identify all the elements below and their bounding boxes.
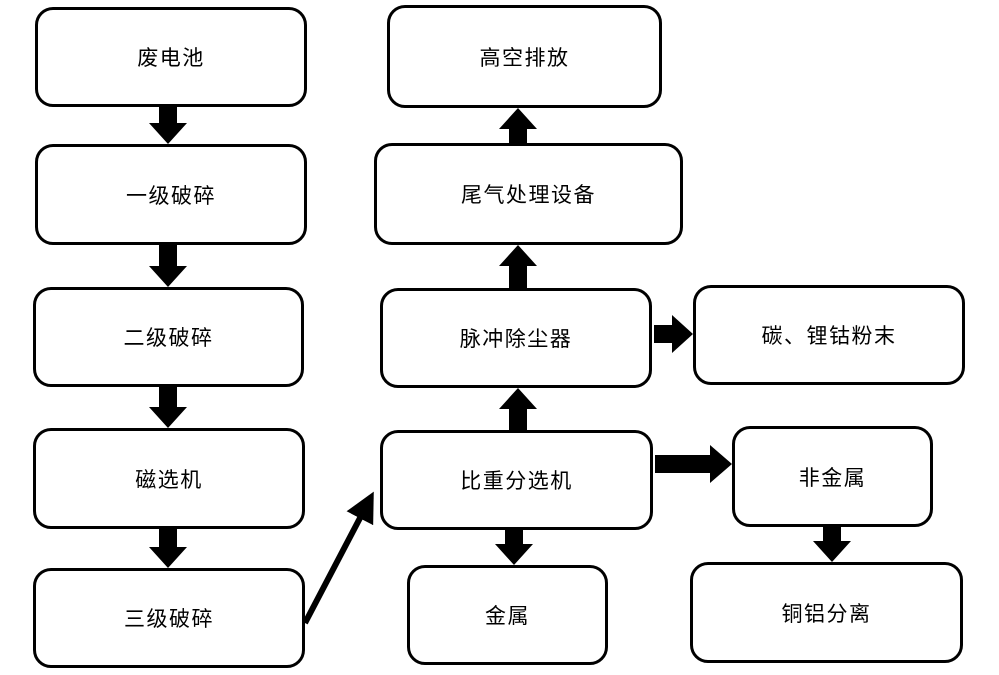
node-pulse-dust-collector: 脉冲除尘器 <box>380 288 652 388</box>
node-label: 铜铝分离 <box>781 601 872 626</box>
arrow-gravity-separator-to-pulse-dust-collector <box>499 388 537 430</box>
arrow-magnetic-separator-to-tertiary-crushing <box>149 529 187 568</box>
node-label: 碳、锂钴粉末 <box>761 324 897 348</box>
node-primary-crushing: 一级破碎 <box>35 144 307 245</box>
node-label: 比重分选机 <box>460 469 573 493</box>
node-tail-gas-treatment: 尾气处理设备 <box>374 143 683 245</box>
node-label: 磁选机 <box>135 467 203 492</box>
arrow-tertiary-crushing-to-gravity-separator <box>302 491 374 625</box>
arrow-pulse-dust-collector-to-powder <box>654 315 693 353</box>
node-label: 一级破碎 <box>126 183 216 208</box>
node-non-metal: 非金属 <box>732 426 933 527</box>
arrow-secondary-crushing-to-magnetic-separator <box>149 387 187 428</box>
node-metal: 金属 <box>407 565 608 665</box>
arrow-primary-crushing-to-secondary-crushing <box>149 245 187 287</box>
node-label: 脉冲除尘器 <box>459 327 573 351</box>
arrow-non-metal-to-copper-aluminum-separation <box>813 527 851 562</box>
node-label: 金属 <box>485 604 530 628</box>
node-gravity-separator: 比重分选机 <box>380 430 653 530</box>
node-secondary-crushing: 二级破碎 <box>33 287 304 387</box>
arrow-tail-gas-treatment-to-high-altitude-discharge <box>499 108 537 143</box>
node-label: 非金属 <box>798 465 867 490</box>
node-label: 三级破碎 <box>124 607 214 631</box>
node-label: 高空排放 <box>479 45 570 70</box>
node-waste-battery: 废电池 <box>35 7 307 107</box>
arrow-pulse-dust-collector-to-tail-gas-treatment <box>499 245 537 288</box>
node-label: 尾气处理设备 <box>461 183 596 207</box>
node-tertiary-crushing: 三级破碎 <box>33 568 305 668</box>
node-magnetic-separator: 磁选机 <box>33 428 305 529</box>
arrow-waste-battery-to-primary-crushing <box>149 107 187 144</box>
node-copper-aluminum-separation: 铜铝分离 <box>690 562 963 663</box>
node-label: 废电池 <box>137 46 205 70</box>
node-carbon-lithium-cobalt-powder: 碳、锂钴粉末 <box>693 285 965 385</box>
node-label: 二级破碎 <box>123 326 214 350</box>
arrow-gravity-separator-to-metal <box>495 530 533 565</box>
arrow-gravity-separator-to-non-metal <box>655 445 732 483</box>
node-high-altitude-discharge: 高空排放 <box>387 5 662 108</box>
